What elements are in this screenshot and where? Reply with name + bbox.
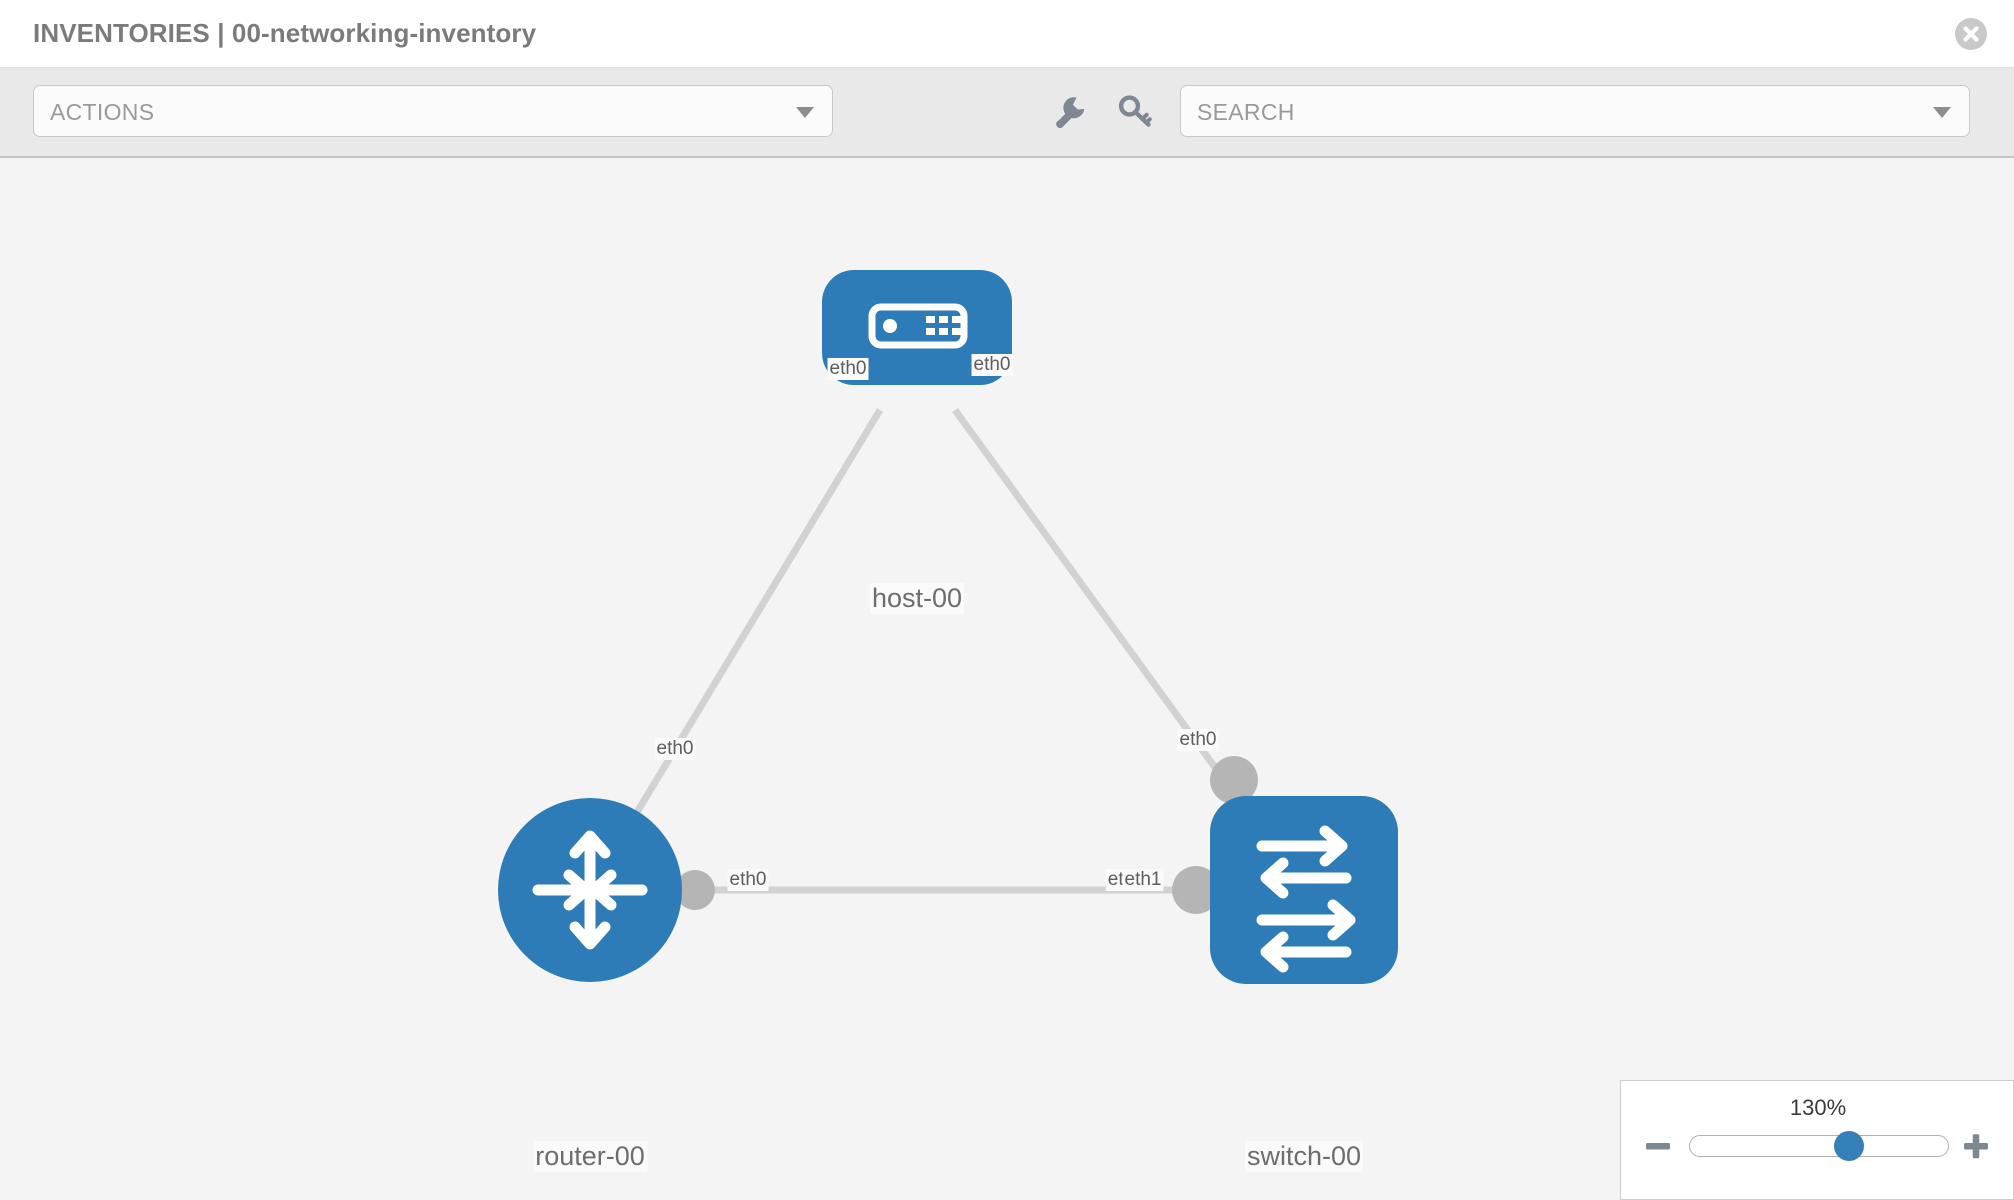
connector-router-right[interactable] [675, 870, 715, 910]
actions-dropdown-label: ACTIONS [50, 99, 155, 125]
zoom-level-label: 130% [1789, 1095, 1847, 1120]
search-placeholder: SEARCH [1197, 99, 1295, 125]
router-icon [532, 830, 648, 950]
close-icon[interactable] [1955, 18, 1987, 50]
iface-label: eth0 [1177, 729, 1219, 751]
chevron-down-icon [796, 107, 814, 118]
key-icon[interactable] [1115, 92, 1157, 134]
node-label-host-00: host-00 [869, 583, 965, 614]
switch-icon [1256, 825, 1356, 973]
zoom-control-panel: 130% [1620, 1080, 2014, 1200]
node-switch-00[interactable] [1210, 796, 1398, 984]
iface-label: eth0 [971, 354, 1013, 376]
topology-graph [498, 270, 1398, 984]
plus-icon[interactable] [1961, 1131, 1991, 1161]
iface-label: eth1 [1122, 869, 1164, 891]
zoom-slider[interactable] [1689, 1135, 1949, 1157]
actions-dropdown[interactable]: ACTIONS [33, 85, 833, 137]
iface-label: eth0 [727, 869, 769, 891]
topology-canvas[interactable]: eth0 eth0 eth0 eth0 eth0 eth eth1 host-0… [0, 160, 2014, 1200]
topology-edges [587, 407, 1307, 894]
iface-label: eth0 [827, 358, 869, 380]
node-router-00[interactable] [498, 798, 682, 982]
wrench-icon[interactable] [1048, 92, 1090, 134]
minus-icon[interactable] [1643, 1131, 1673, 1161]
zoom-slider-thumb[interactable] [1834, 1131, 1864, 1161]
connector-switch-top[interactable] [1210, 756, 1258, 804]
node-label-switch-00: switch-00 [1244, 1141, 1364, 1172]
edge-router-host[interactable] [587, 408, 883, 892]
server-icon [868, 303, 968, 349]
topology-connectors [675, 323, 1258, 914]
connector-switch-left[interactable] [1172, 866, 1220, 914]
page-header: INVENTORIES | 00-networking-inventory [0, 0, 2014, 68]
search-input[interactable]: SEARCH [1180, 85, 1970, 137]
node-host-00[interactable] [822, 270, 1012, 385]
page-title: INVENTORIES | 00-networking-inventory [33, 18, 537, 48]
iface-label: eth0 [654, 738, 696, 760]
chevron-down-icon [1933, 107, 1951, 118]
node-label-router-00: router-00 [533, 1141, 647, 1172]
